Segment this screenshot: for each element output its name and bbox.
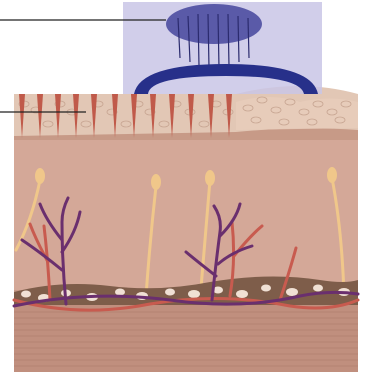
- muscle-layer: [14, 305, 358, 372]
- epidermis-bump: [236, 97, 358, 130]
- dermis-layer: [14, 140, 358, 290]
